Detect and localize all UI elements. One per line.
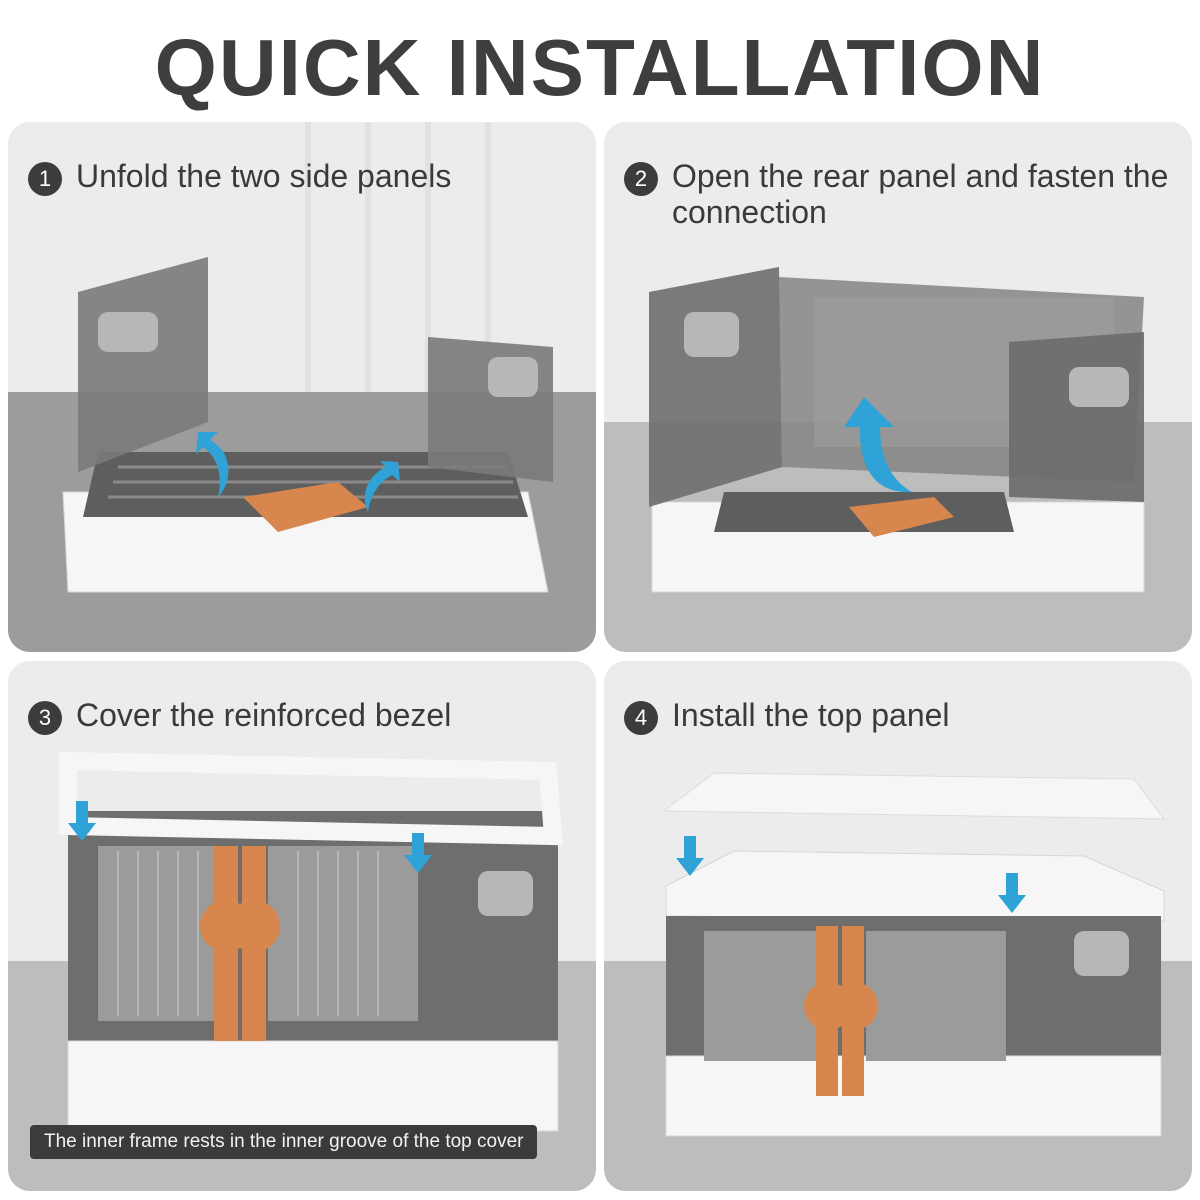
down-arrow-icon xyxy=(68,801,96,841)
step-number-badge: 1 xyxy=(28,162,62,196)
step-2-panel: 2 Open the rear panel and fasten the con… xyxy=(604,122,1192,652)
step-1-heading: 1 Unfold the two side panels xyxy=(28,158,576,196)
step-4-illustration xyxy=(604,661,1192,1191)
step-caption: Cover the reinforced bezel xyxy=(76,697,452,733)
step-number-badge: 3 xyxy=(28,701,62,735)
orange-latch xyxy=(804,926,878,1096)
up-curved-arrow-icon xyxy=(364,461,400,512)
step-1-illustration xyxy=(8,122,596,652)
step-4-heading: 4 Install the top panel xyxy=(624,697,1172,735)
down-arrow-icon xyxy=(676,836,704,876)
step-3-illustration xyxy=(8,661,596,1191)
step-2-heading: 2 Open the rear panel and fasten the con… xyxy=(624,158,1172,230)
step-caption: Open the rear panel and fasten the conne… xyxy=(672,158,1169,230)
orange-latch xyxy=(849,497,954,537)
down-arrow-icon xyxy=(404,833,432,873)
down-arrow-icon xyxy=(998,873,1026,913)
step-caption: Install the top panel xyxy=(672,697,950,733)
page-title: QUICK INSTALLATION xyxy=(154,23,1046,112)
up-curved-arrow-icon xyxy=(196,432,229,497)
step-3-heading: 3 Cover the reinforced bezel xyxy=(28,697,576,735)
step-number-badge: 2 xyxy=(624,162,658,196)
up-curved-arrow-icon xyxy=(844,397,912,493)
step-3-panel: 3 Cover the reinforced bezel The inner f… xyxy=(8,661,596,1191)
orange-latch xyxy=(200,846,280,1041)
orange-latch xyxy=(243,482,368,532)
note-banner: The inner frame rests in the inner groov… xyxy=(30,1125,538,1159)
step-4-panel: 4 Install the top panel xyxy=(604,661,1192,1191)
step-caption: Unfold the two side panels xyxy=(76,158,452,194)
step-1-panel: 1 Unfold the two side panels xyxy=(8,122,596,652)
step-number-badge: 4 xyxy=(624,701,658,735)
